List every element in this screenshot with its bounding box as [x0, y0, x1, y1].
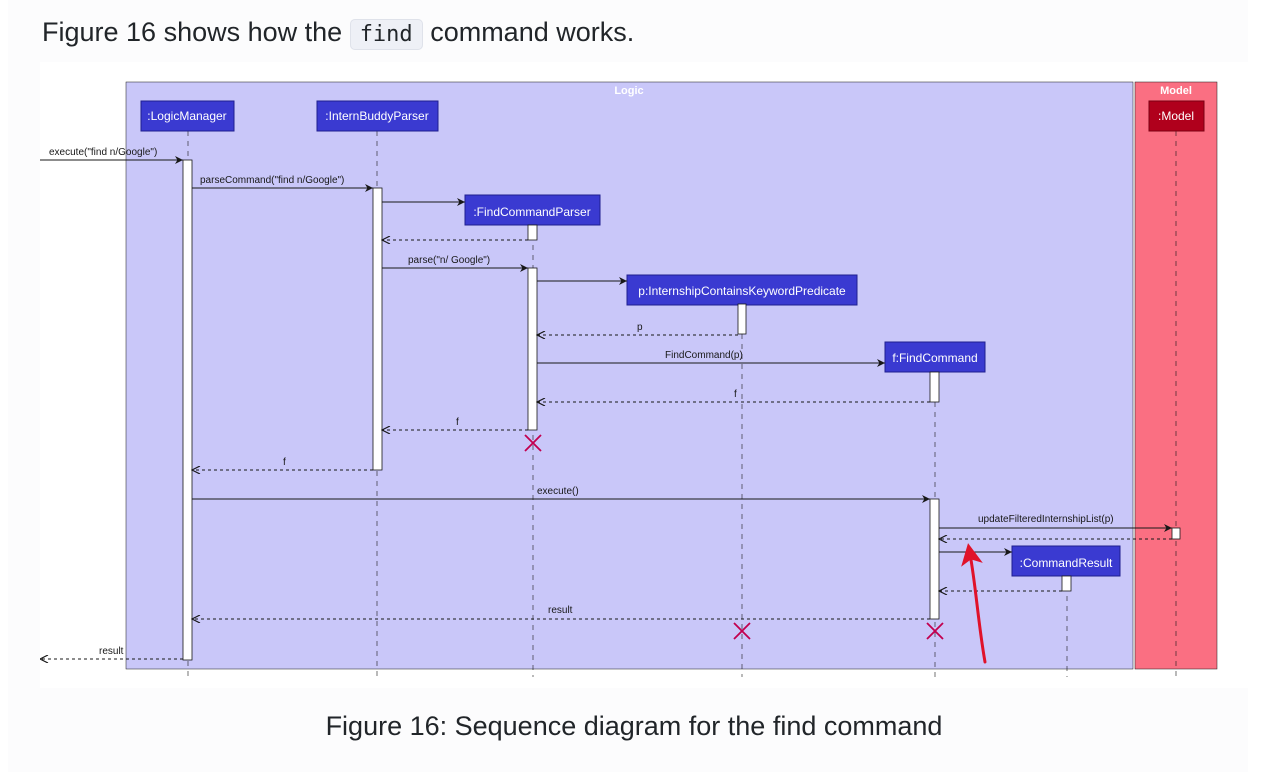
label-return-f1: f — [734, 389, 737, 400]
participant-find-command-parser-label: :FindCommandParser — [473, 205, 590, 219]
messages — [40, 156, 1172, 659]
activation-command-result — [1061, 575, 1072, 592]
destroy-find-command-parser — [524, 434, 542, 452]
participant-command-result-label: :CommandResult — [1020, 556, 1113, 570]
label-return-f3: f — [283, 457, 286, 468]
participant-logic-manager-label: :LogicManager — [147, 109, 226, 123]
destroy-predicate — [733, 622, 751, 640]
participant-find-command — [884, 341, 986, 373]
sequence-diagram: Logic Model :LogicManager :InternBuddyPa… — [40, 81, 1218, 677]
intro-paragraph: Figure 16 shows how the find command wor… — [42, 12, 634, 55]
participant-model — [1148, 100, 1205, 132]
participant-find-command-parser — [464, 194, 601, 226]
label-parse: parse("n/ Google") — [408, 255, 490, 266]
label-return-result2: result — [99, 646, 124, 657]
label-parse-command: parseCommand("find n/Google") — [200, 175, 344, 186]
activation-find-command-1 — [929, 371, 940, 403]
activation-parser — [372, 187, 383, 471]
label-update-list: updateFilteredInternshipList(p) — [978, 514, 1114, 525]
activation-find-command-parser-2 — [527, 267, 538, 431]
participant-model-label: :Model — [1158, 109, 1194, 123]
label-execute: execute() — [537, 486, 579, 497]
destroy-find-command — [926, 622, 944, 640]
participant-predicate-label: p:InternshipContainsKeywordPredicate — [638, 284, 846, 298]
label-return-p: p — [637, 322, 643, 333]
participant-find-command-label: f:FindCommand — [892, 351, 977, 365]
participant-command-result — [1011, 545, 1121, 577]
annotation-arrow — [961, 543, 987, 664]
model-box-title: Model — [1160, 85, 1192, 97]
label-find-command-ctor: FindCommand(p) — [665, 350, 743, 361]
activation-predicate — [737, 303, 747, 335]
logic-box — [125, 81, 1134, 670]
activation-bars — [182, 159, 1181, 661]
participant-parser — [316, 100, 439, 132]
participant-logic-manager — [140, 100, 235, 132]
activation-logic-manager — [182, 159, 193, 661]
intro-prefix: Figure 16 shows how the — [42, 17, 343, 47]
label-return-f2: f — [456, 417, 459, 428]
participant-predicate — [626, 274, 858, 306]
intro-suffix: command works. — [430, 17, 635, 47]
destroy-marks — [524, 434, 944, 640]
activation-find-command-parser-1 — [527, 224, 538, 241]
figure-caption: Figure 16: Sequence diagram for the find… — [325, 711, 943, 741]
logic-box-title: Logic — [614, 85, 643, 97]
label-return-result1: result — [548, 605, 573, 616]
activation-find-command-2 — [929, 498, 940, 620]
label-execute-input: execute("find n/Google") — [49, 147, 157, 158]
activation-model — [1171, 527, 1181, 540]
participant-parser-label: :InternBuddyParser — [325, 109, 428, 123]
inline-code-find: find — [349, 19, 423, 50]
